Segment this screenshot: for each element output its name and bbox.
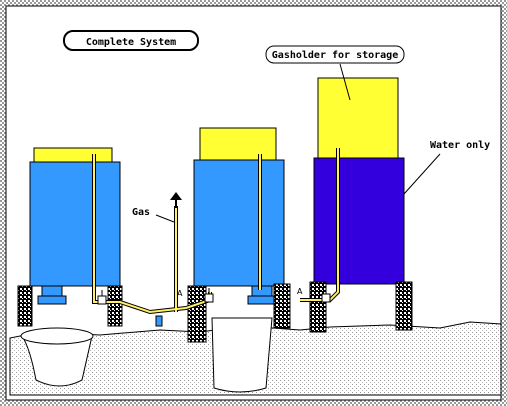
digester-tank-middle <box>193 127 285 305</box>
gasholder-label: Gasholder for storage <box>272 50 398 61</box>
support-block <box>273 283 291 329</box>
diagram-title: Complete System <box>86 37 176 48</box>
valve-label-a: A <box>297 287 303 296</box>
water-only-label: Water only <box>430 140 490 151</box>
leader-line <box>155 214 175 223</box>
gasholder-label-box <box>265 45 405 64</box>
gas-label: Gas <box>132 207 150 218</box>
valve-label-a: A <box>177 289 183 298</box>
gas-arrow-icon <box>170 192 182 200</box>
collection-pit-middle <box>211 317 273 393</box>
gasholder-tank <box>313 77 405 285</box>
valve-icon <box>204 288 214 303</box>
title-box <box>63 30 199 51</box>
collection-pit-left <box>21 335 93 387</box>
support-block <box>107 285 123 327</box>
leader-line <box>403 153 441 195</box>
support-block <box>395 281 413 331</box>
support-block <box>309 281 327 333</box>
digester-tank-left <box>29 147 121 305</box>
valve-icon <box>97 290 107 305</box>
support-block <box>187 285 207 343</box>
drain-valve <box>155 315 163 327</box>
bucket-rim <box>20 327 94 345</box>
valve-icon <box>321 288 331 303</box>
support-block <box>17 285 33 327</box>
leader-line <box>339 63 351 101</box>
